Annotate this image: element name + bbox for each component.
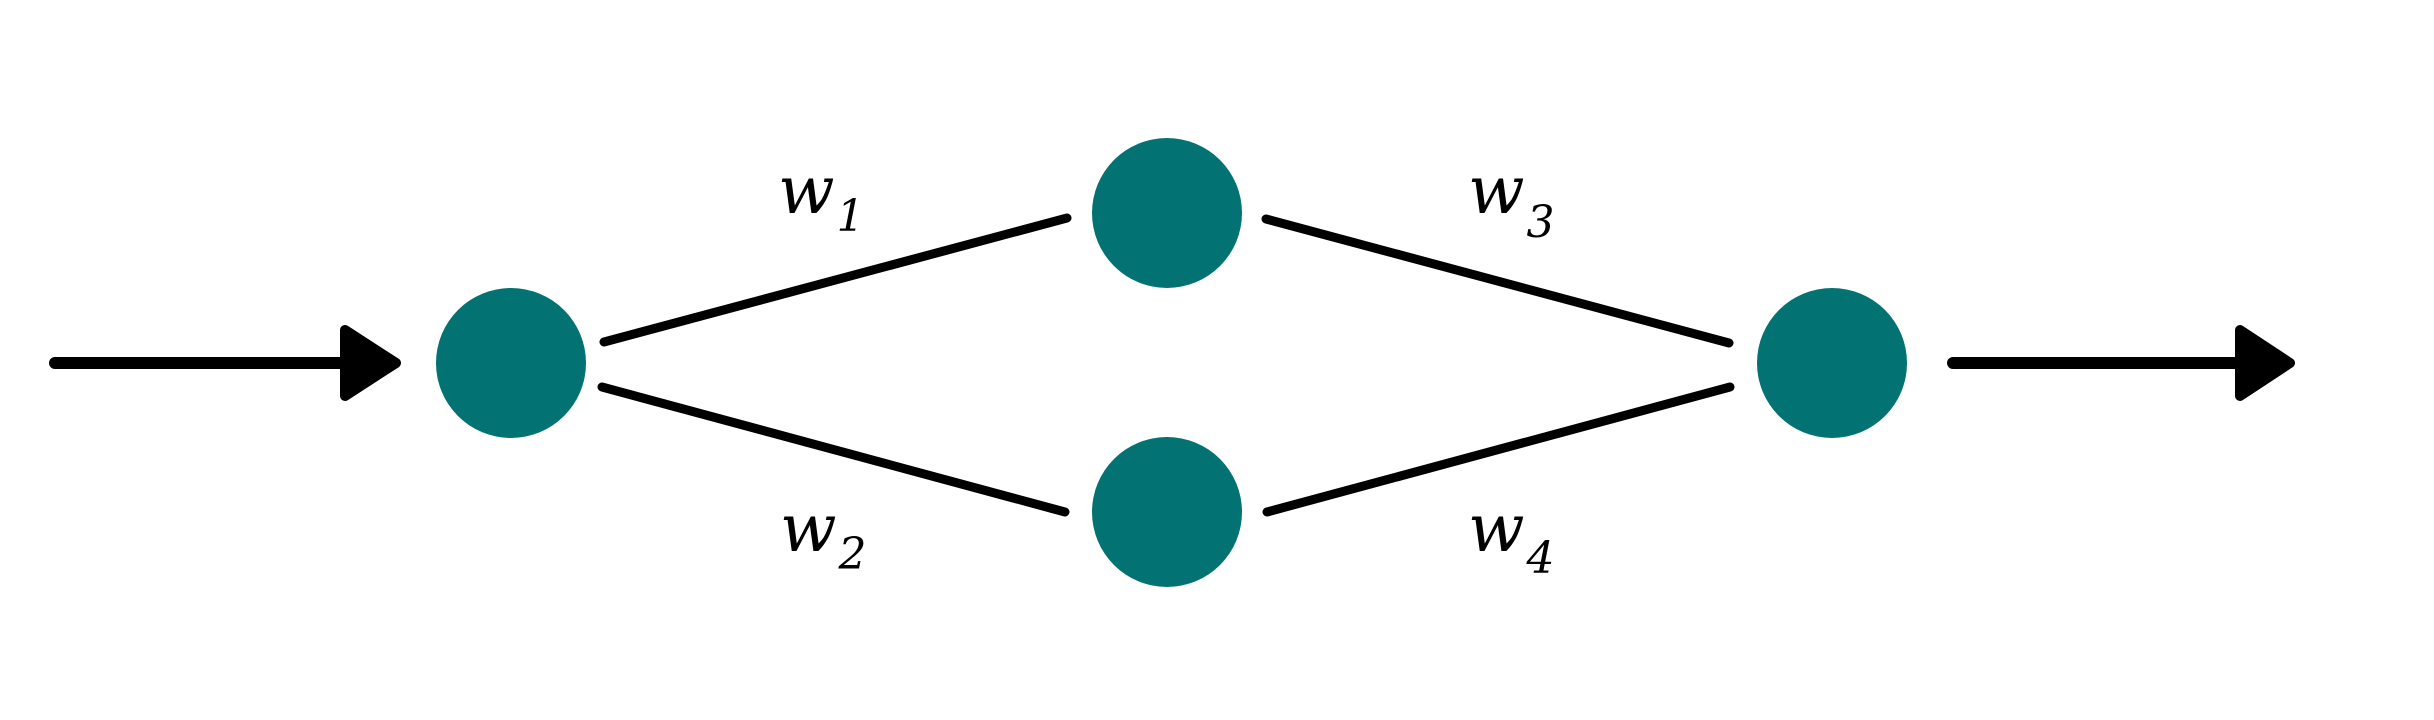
edge-w4 — [1262, 382, 1735, 517]
weight-label-w4: w4 — [1468, 490, 1555, 584]
hidden-node-top — [1092, 138, 1242, 288]
output-node — [1757, 288, 1907, 438]
input-arrow — [49, 325, 401, 401]
weight-label-w3: w3 — [1468, 152, 1555, 248]
edge-w3 — [1261, 214, 1734, 348]
edge-w2 — [597, 382, 1070, 517]
weight-label-w2: w2 — [780, 490, 867, 580]
input-node — [436, 288, 586, 438]
edge-w1 — [599, 213, 1072, 347]
weight-label-w1: w1 — [778, 152, 865, 242]
hidden-node-bottom — [1092, 437, 1242, 587]
output-arrow — [1947, 325, 2295, 401]
